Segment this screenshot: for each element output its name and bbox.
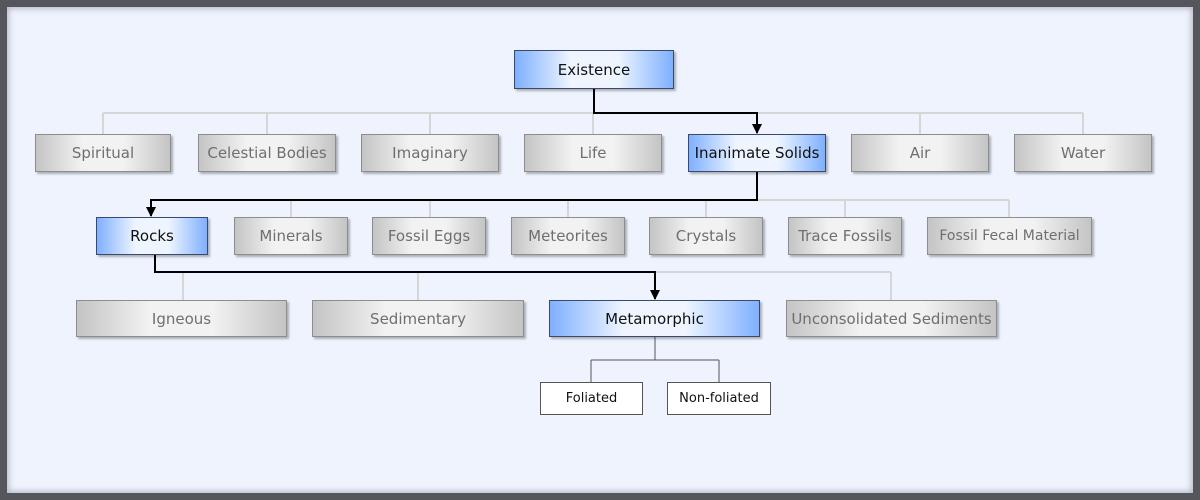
node-air[interactable]: Air — [851, 134, 989, 172]
node-non-foliated[interactable]: Non-foliated — [667, 382, 771, 415]
connectors-level4 — [590, 337, 720, 382]
arrow-rocks-to-metamorphic — [154, 255, 660, 300]
node-celestial-bodies[interactable]: Celestial Bodies — [198, 134, 336, 172]
node-water[interactable]: Water — [1014, 134, 1152, 172]
connectors-level2 — [152, 199, 1010, 217]
node-inanimate-solids[interactable]: Inanimate Solids — [688, 134, 826, 172]
arrow-existence-to-inanimate-solids — [593, 89, 762, 134]
node-life[interactable]: Life — [524, 134, 662, 172]
node-minerals[interactable]: Minerals — [234, 217, 348, 255]
node-igneous[interactable]: Igneous — [76, 300, 287, 337]
node-spiritual[interactable]: Spiritual — [35, 134, 171, 172]
node-unconsolidated-sediments[interactable]: Unconsolidated Sediments — [786, 300, 997, 337]
node-metamorphic[interactable]: Metamorphic — [549, 300, 760, 337]
connectors-level3 — [182, 271, 892, 300]
node-foliated[interactable]: Foliated — [540, 382, 643, 415]
node-rocks[interactable]: Rocks — [96, 217, 208, 255]
node-fossil-fecal-material[interactable]: Fossil Fecal Material — [927, 217, 1092, 255]
node-meteorites[interactable]: Meteorites — [511, 217, 625, 255]
highlight-path — [146, 89, 762, 300]
arrow-inanimate-solids-to-rocks — [146, 172, 758, 217]
node-sedimentary[interactable]: Sedimentary — [312, 300, 524, 337]
node-imaginary[interactable]: Imaginary — [361, 134, 499, 172]
node-existence[interactable]: Existence — [514, 50, 674, 89]
connectors-level1 — [102, 112, 1084, 134]
node-trace-fossils[interactable]: Trace Fossils — [788, 217, 902, 255]
node-fossil-eggs[interactable]: Fossil Eggs — [372, 217, 486, 255]
node-crystals[interactable]: Crystals — [649, 217, 763, 255]
